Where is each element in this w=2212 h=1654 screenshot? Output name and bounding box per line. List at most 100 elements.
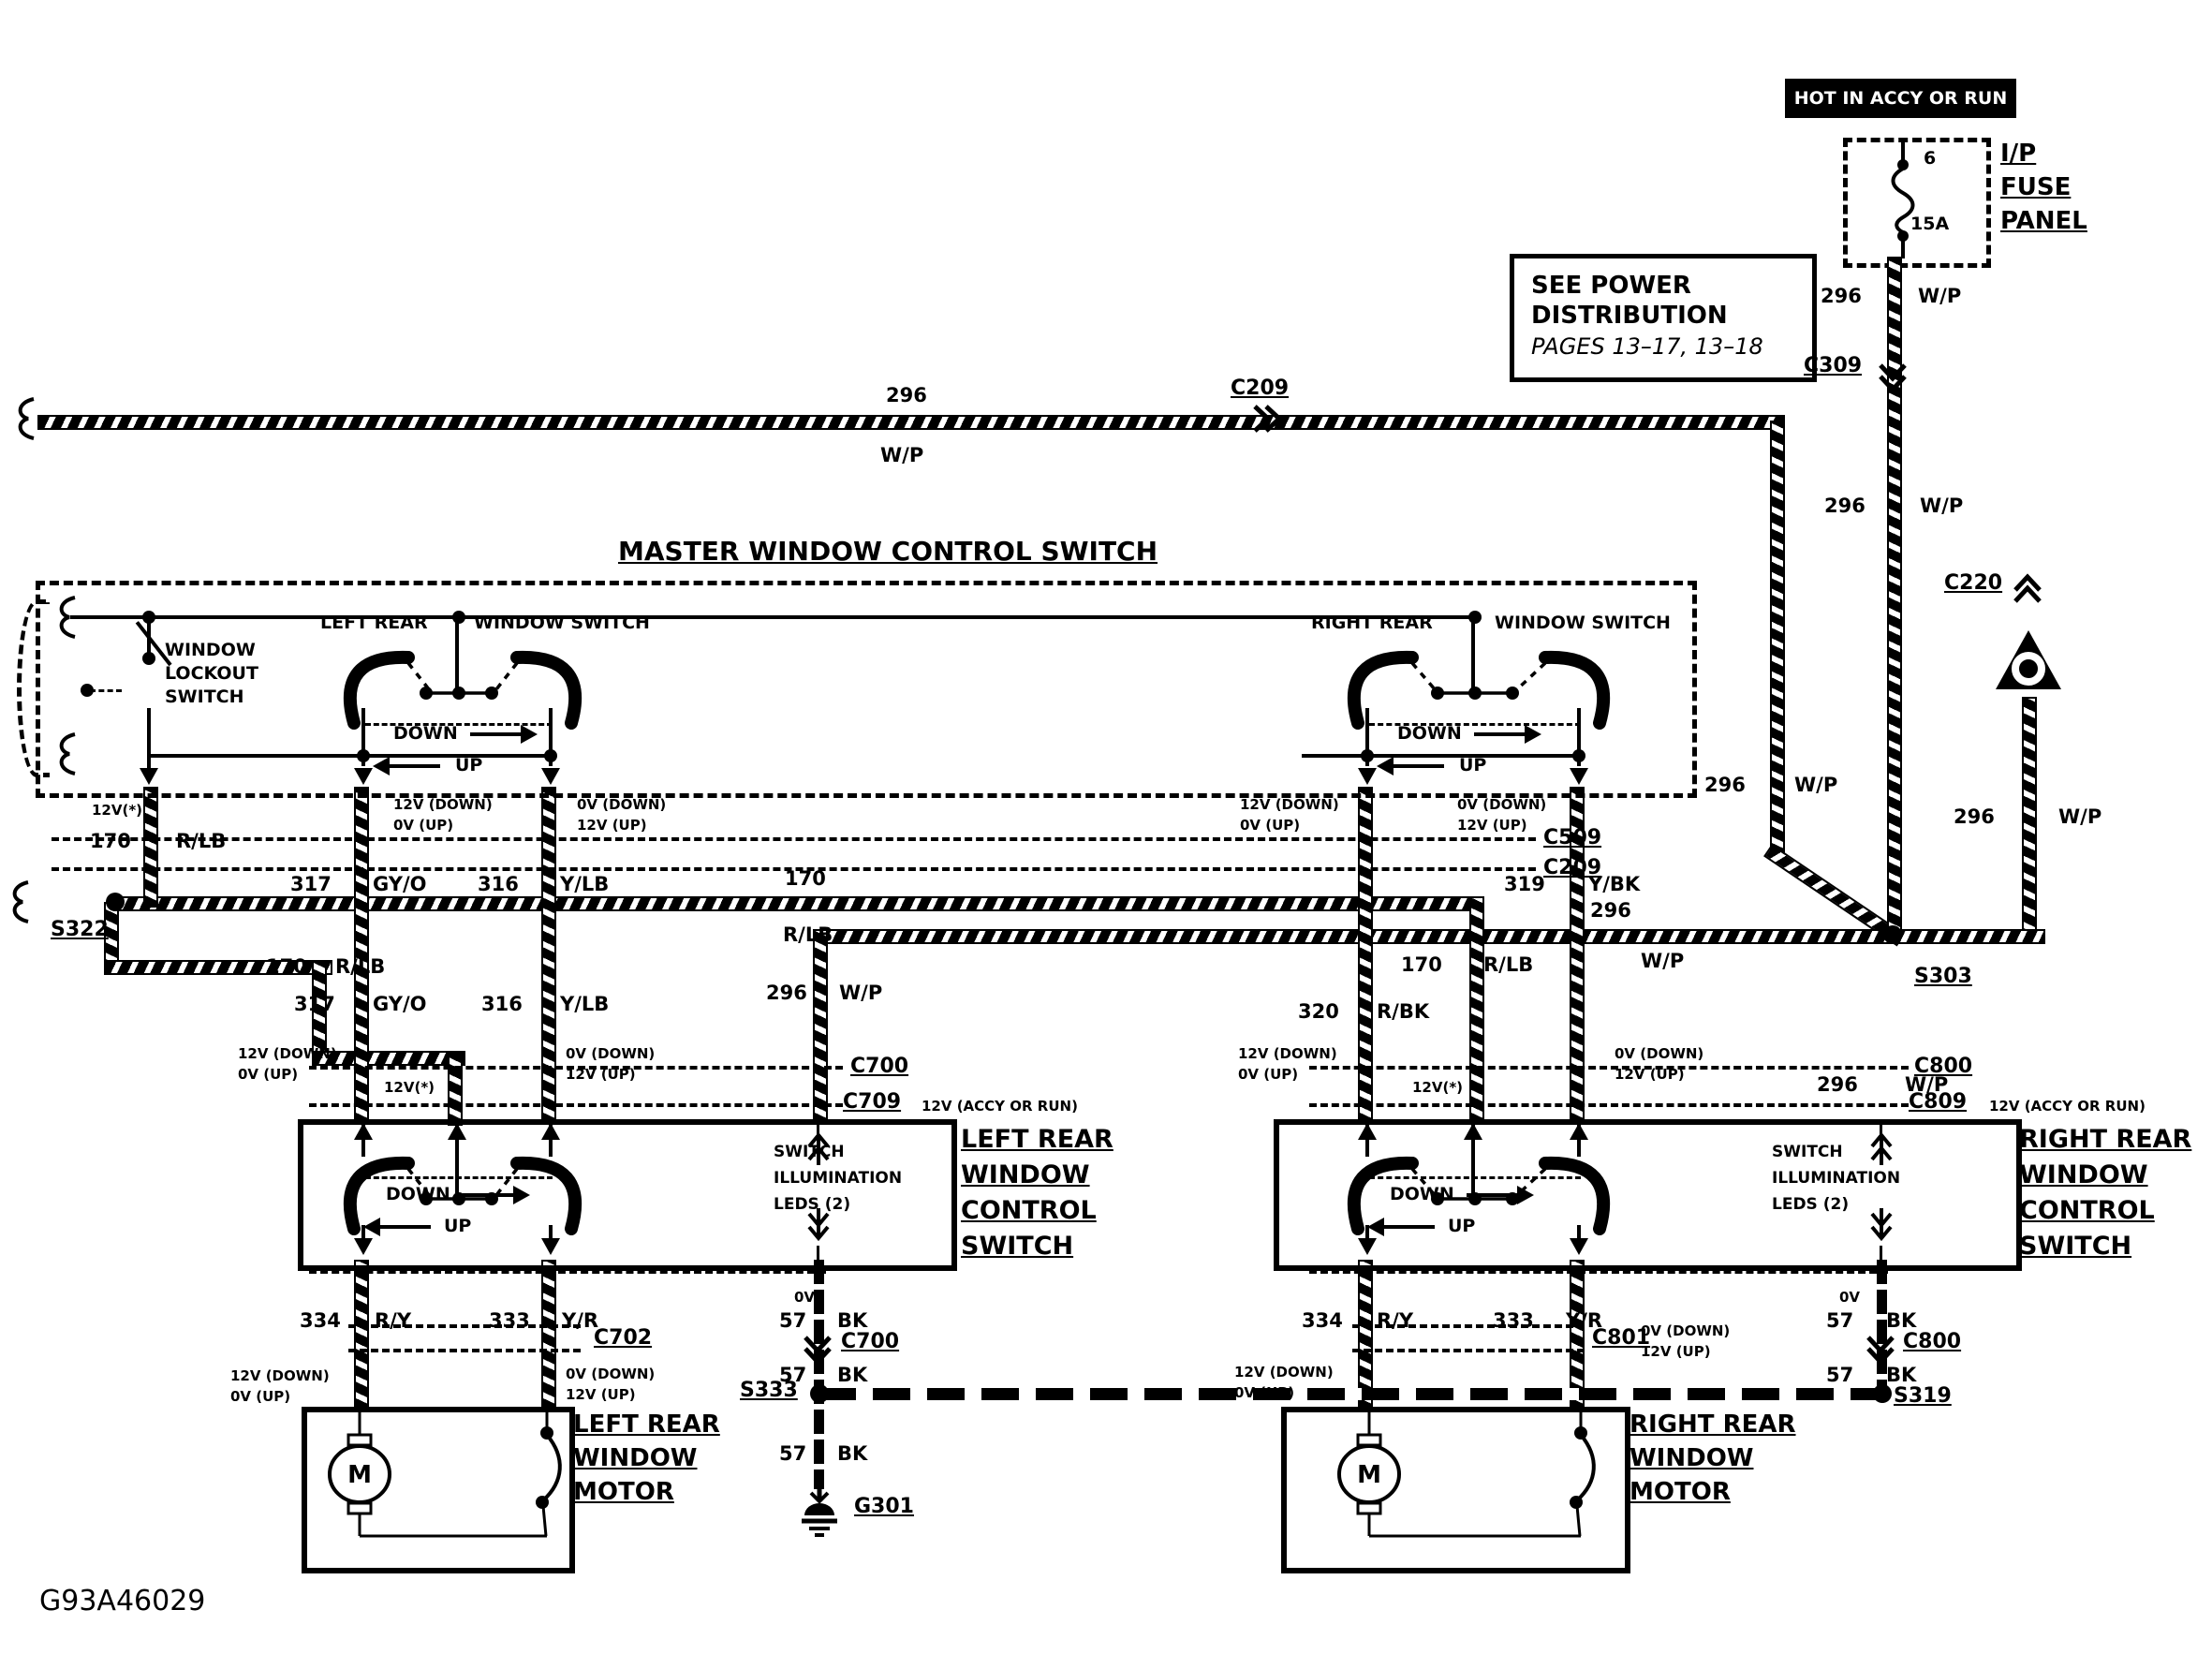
master-right-center-tap [1471,617,1475,692]
wire-170-branch-h2 [312,1051,465,1066]
wire-label: UP [444,1216,472,1236]
up-arrow-icon [1367,1218,1435,1236]
wire-lockout-leg [143,787,158,908]
left-rear-switch-title2: WINDOW SWITCH [474,613,650,633]
lockout-pivot [142,652,155,665]
arrow-up [354,1123,373,1140]
left-control-switch-box [298,1119,957,1271]
wire-label: 316 [481,993,523,1015]
wire-label: 296 [1817,1073,1858,1096]
wire-label: UP [455,755,483,775]
rail-c809 [1309,1103,1909,1107]
voltage-note: 12V (UP) [566,1066,636,1083]
wire-170-branch-h1 [104,960,332,975]
wire-57-bus [818,1388,1886,1400]
voltage-note: 12V (UP) [577,817,647,834]
hot-in-accy-tag: HOT IN ACCY OR RUN [1785,79,2016,118]
wire-170-right-drop [1469,896,1484,1125]
rocker-switch-control-right [1347,1156,1611,1235]
splice-s322-dot [106,893,125,911]
junction-dot [1361,749,1374,762]
connector-label: S333 [740,1379,798,1402]
connector-label: C509 [1543,826,1602,849]
wire-296-c309-vert [1887,257,1902,940]
wire-label: 296 [766,982,807,1004]
connector-label: C209 [1231,377,1290,400]
wire-label: 296 [1824,495,1865,517]
arrow-down [354,768,373,785]
rail-c509 [52,837,1536,841]
down-arrow-icon [470,725,538,744]
wire-label: 6 [1924,148,1937,169]
wire-label: R/LB [335,955,386,978]
wire-296-illum-left [813,929,828,1125]
wire-label: 296 [1590,899,1631,922]
master-lower-link-left [150,754,554,758]
arrow-down [1570,768,1588,785]
wire-296-s303-horiz [818,929,2045,944]
mech-link [1369,1176,1581,1179]
wire-label: W/P [839,982,883,1004]
junction-dot [357,749,370,762]
wire-label: R/LB [1483,953,1534,976]
wire-label: 57 [779,1364,807,1386]
splice-s333-dot [810,1384,829,1403]
arrow-down [541,1238,560,1255]
wire-label: 317 [290,873,332,895]
wire-label: W/P [2058,805,2102,828]
wire-label: DOWN [386,1184,450,1204]
mech-link-right [1369,723,1581,726]
wire-label: R/Y [375,1309,412,1332]
voltage-note: 0V (UP) [1238,1066,1299,1083]
wire-label: UP [1448,1216,1476,1236]
wire-label: 57 [779,1309,807,1332]
wire-label: 316 [478,873,519,895]
connector-label: S319 [1894,1384,1952,1408]
wire-label: Y/BK [1588,873,1641,895]
connector-label: S303 [1914,965,1972,988]
wire-label: 320 [1298,1000,1339,1023]
splice-s319-dot [1873,1384,1892,1403]
connector-c220-icon [2013,573,2042,603]
arrow-up [1358,1123,1377,1140]
wire-label: W/P [880,444,924,466]
wire-label: Y/R [562,1309,599,1332]
right-motor-box [1281,1407,1630,1573]
wire-label: W/P [1905,1073,1949,1096]
wire-296-c220-vert [2022,697,2037,940]
right-rear-switch-title: RIGHT REAR [1311,613,1433,633]
rail-c700 [309,1066,843,1070]
connector-label: S322 [51,918,109,941]
led-icon [1870,1208,1893,1242]
svg-text:M: M [347,1461,372,1489]
rail-c702-b [348,1349,581,1352]
wire-label: Y/LB [560,993,610,1015]
junction-dot [1572,749,1585,762]
voltage-note: 12V (DOWN) [1240,796,1339,813]
wire-label: 57 [1826,1309,1854,1332]
ground-g301-icon [802,1484,837,1537]
wire-label: GY/O [373,993,427,1015]
wire-coil-icon [18,397,35,440]
voltage-note: 0V (UP) [238,1066,299,1083]
wire-label: 334 [300,1309,341,1332]
led-stub [817,1119,819,1134]
wire-333-left [541,1260,556,1410]
connector-label: C801 [1592,1326,1651,1350]
wire-label: DOWN [1397,723,1462,744]
arrow-up [448,1123,466,1140]
wire-label: Y/LB [560,873,610,895]
wire-label: Y/R [1566,1309,1603,1332]
connector-label: C809 [1909,1090,1968,1114]
wire-296-top [37,415,1785,430]
arrow-down [1358,1238,1377,1255]
left-rear-switch-title: LEFT REAR [320,613,428,633]
wire-label: 57 [1826,1364,1854,1386]
connector-label: C700 [850,1055,909,1078]
connector-label: C700 [841,1330,900,1353]
voltage-note: 12V (DOWN) [1238,1045,1337,1062]
up-arrow-icon [363,1218,431,1236]
